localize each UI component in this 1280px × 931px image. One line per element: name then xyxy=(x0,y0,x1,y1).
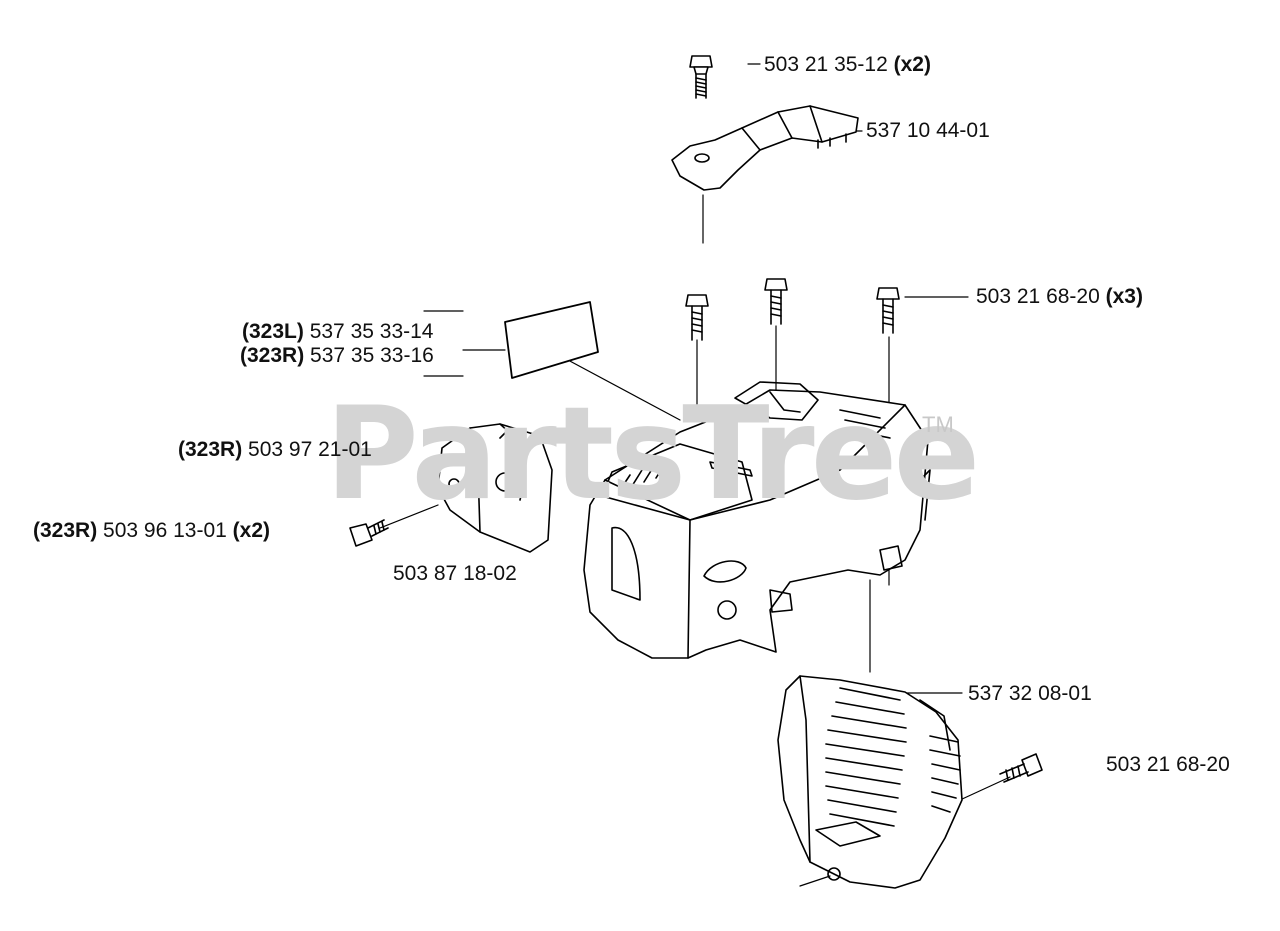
trademark-symbol: TM xyxy=(922,412,954,437)
callout-part: 537 35 33-16 xyxy=(310,344,434,367)
callout-part: 503 21 68-20 xyxy=(1106,753,1230,776)
filter-screw-drawing xyxy=(349,519,389,547)
callout-model: (323R) xyxy=(178,438,243,461)
callout-screw-top: 503 21 35-12 (x2) xyxy=(764,53,931,77)
callout-air-filter: 503 87 18-02 xyxy=(393,562,517,586)
callout-screw-cover: 503 21 68-20 (x3) xyxy=(976,285,1143,309)
callout-part: 503 97 21-01 xyxy=(248,438,372,461)
callout-part: 503 21 68-20 xyxy=(976,285,1100,308)
callout-qty: (x3) xyxy=(1105,285,1143,308)
callout-part: 503 87 18-02 xyxy=(393,562,517,585)
main-cover-drawing xyxy=(583,381,931,659)
handle-bracket-drawing xyxy=(671,105,859,191)
callout-part: 503 21 35-12 xyxy=(764,53,888,76)
callout-qty: (x2) xyxy=(232,519,271,542)
callout-part: 537 10 44-01 xyxy=(866,119,990,142)
cover-screws-drawing xyxy=(685,278,900,341)
callout-part: 503 96 13-01 xyxy=(103,519,227,542)
filter-holder-drawing xyxy=(437,423,553,553)
callout-decal-323r: (323R) 537 35 33-16 xyxy=(240,344,434,368)
callout-model: (323R) xyxy=(33,519,98,542)
callout-part: 537 32 08-01 xyxy=(968,682,1092,705)
screw-top-drawing xyxy=(689,55,713,99)
callout-filter-holder: (323R) 503 97 21-01 xyxy=(178,438,372,462)
callout-handle-bracket: 537 10 44-01 xyxy=(866,119,990,143)
callout-decal-323l: (323L) 537 35 33-14 xyxy=(242,320,433,344)
callout-cylinder-cover: 537 32 08-01 xyxy=(968,682,1092,706)
callout-model: (323L) xyxy=(242,320,304,343)
callout-qty: (x2) xyxy=(893,53,931,76)
decal-drawing xyxy=(504,301,599,379)
callout-screw-filter: (323R) 503 96 13-01 (x2) xyxy=(33,519,270,543)
partstree-watermark: PartsTree xyxy=(325,380,980,529)
side-screw-drawing xyxy=(999,753,1043,783)
callout-screw-side: 503 21 68-20 xyxy=(1106,753,1230,777)
callout-part: 537 35 33-14 xyxy=(309,320,434,343)
callout-model: (323R) xyxy=(240,344,305,367)
cylinder-cover-drawing xyxy=(777,675,963,889)
